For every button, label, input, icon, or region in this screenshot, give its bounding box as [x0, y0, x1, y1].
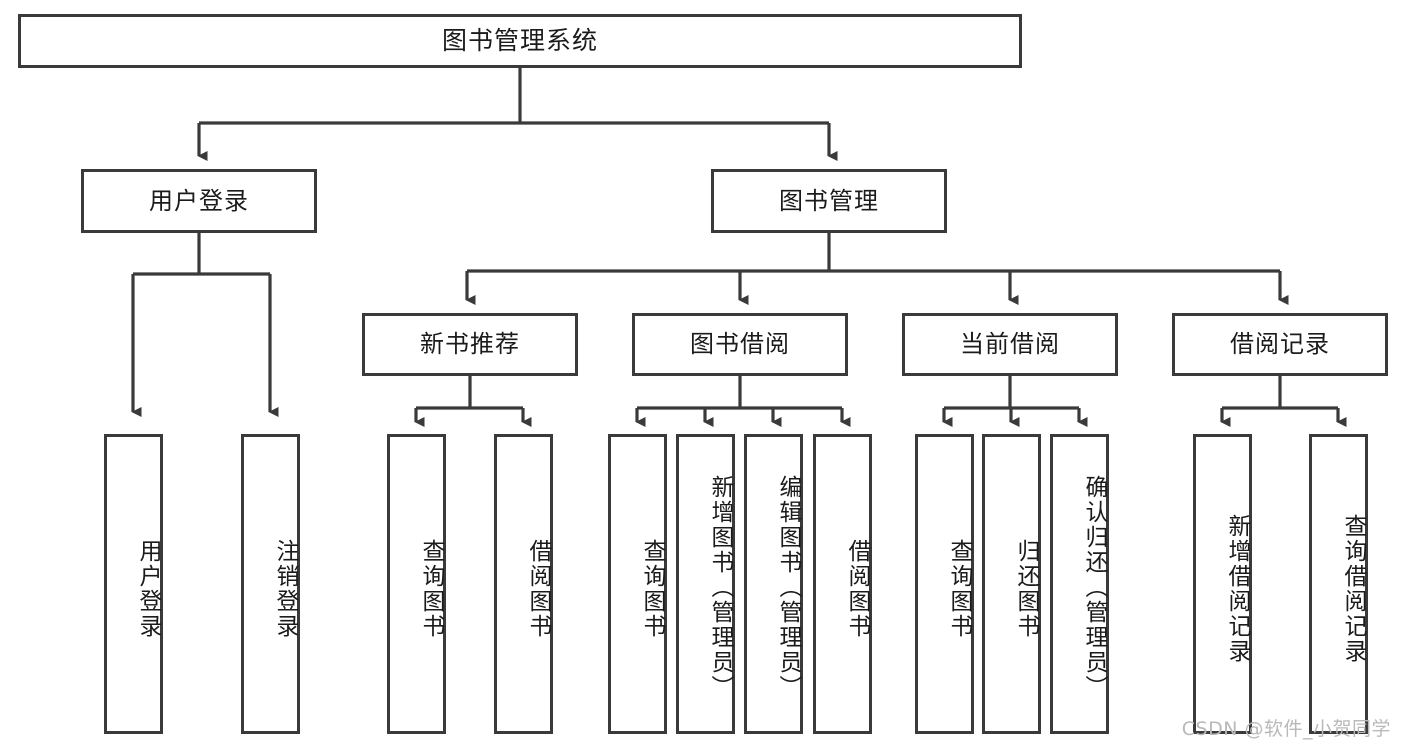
leaf-borrow-edit-book-admin[interactable]: 编辑图书（管理员） — [744, 434, 803, 734]
node-book-borrow[interactable]: 图书借阅 — [632, 313, 848, 376]
node-label: 借阅记录 — [1230, 330, 1330, 359]
node-label: 查询借阅记录 — [1340, 514, 1366, 664]
node-label: 查询图书 — [639, 539, 665, 639]
node-label: 编辑图书（管理员） — [775, 474, 801, 700]
watermark-text: CSDN @软件_小贺同学 — [1181, 718, 1391, 740]
leaf-recommend-query-book[interactable]: 查询图书 — [387, 434, 446, 734]
leaf-borrow-borrow-book[interactable]: 借阅图书 — [813, 434, 872, 734]
node-new-book-recommend[interactable]: 新书推荐 — [362, 313, 578, 376]
node-user-login[interactable]: 用户登录 — [81, 169, 317, 233]
node-label: 用户登录 — [135, 539, 161, 639]
leaf-current-query-book[interactable]: 查询图书 — [915, 434, 974, 734]
node-label: 新增借阅记录 — [1224, 514, 1250, 664]
node-borrow-record[interactable]: 借阅记录 — [1172, 313, 1388, 376]
node-current-borrow[interactable]: 当前借阅 — [902, 313, 1118, 376]
node-label: 确认归还（管理员） — [1081, 474, 1107, 700]
node-label: 当前借阅 — [960, 330, 1060, 359]
node-label: 新书推荐 — [420, 330, 520, 359]
node-label: 新增图书（管理员） — [707, 474, 733, 700]
node-label: 图书管理系统 — [441, 26, 598, 55]
leaf-borrow-add-book-admin[interactable]: 新增图书（管理员） — [676, 434, 735, 734]
node-label: 用户登录 — [149, 186, 249, 215]
leaf-recommend-borrow-book[interactable]: 借阅图书 — [494, 434, 553, 734]
leaf-record-query-record[interactable]: 查询借阅记录 — [1309, 434, 1368, 734]
node-book-management[interactable]: 图书管理 — [711, 169, 947, 233]
node-label: 图书借阅 — [690, 330, 790, 359]
node-label: 图书管理 — [779, 186, 879, 215]
node-label: 查询图书 — [418, 539, 444, 639]
node-label: 注销登录 — [272, 539, 298, 639]
leaf-user-login-logout[interactable]: 注销登录 — [241, 434, 300, 734]
node-label: 借阅图书 — [525, 539, 551, 639]
node-label: 归还图书 — [1013, 539, 1039, 639]
leaf-current-return-book[interactable]: 归还图书 — [982, 434, 1041, 734]
leaf-record-add-record[interactable]: 新增借阅记录 — [1193, 434, 1252, 734]
leaf-user-login-login[interactable]: 用户登录 — [104, 434, 163, 734]
leaf-current-confirm-return-admin[interactable]: 确认归还（管理员） — [1050, 434, 1109, 734]
leaf-borrow-query-book[interactable]: 查询图书 — [608, 434, 667, 734]
node-label: 查询图书 — [946, 539, 972, 639]
node-root-system[interactable]: 图书管理系统 — [18, 14, 1022, 68]
node-label: 借阅图书 — [844, 539, 870, 639]
